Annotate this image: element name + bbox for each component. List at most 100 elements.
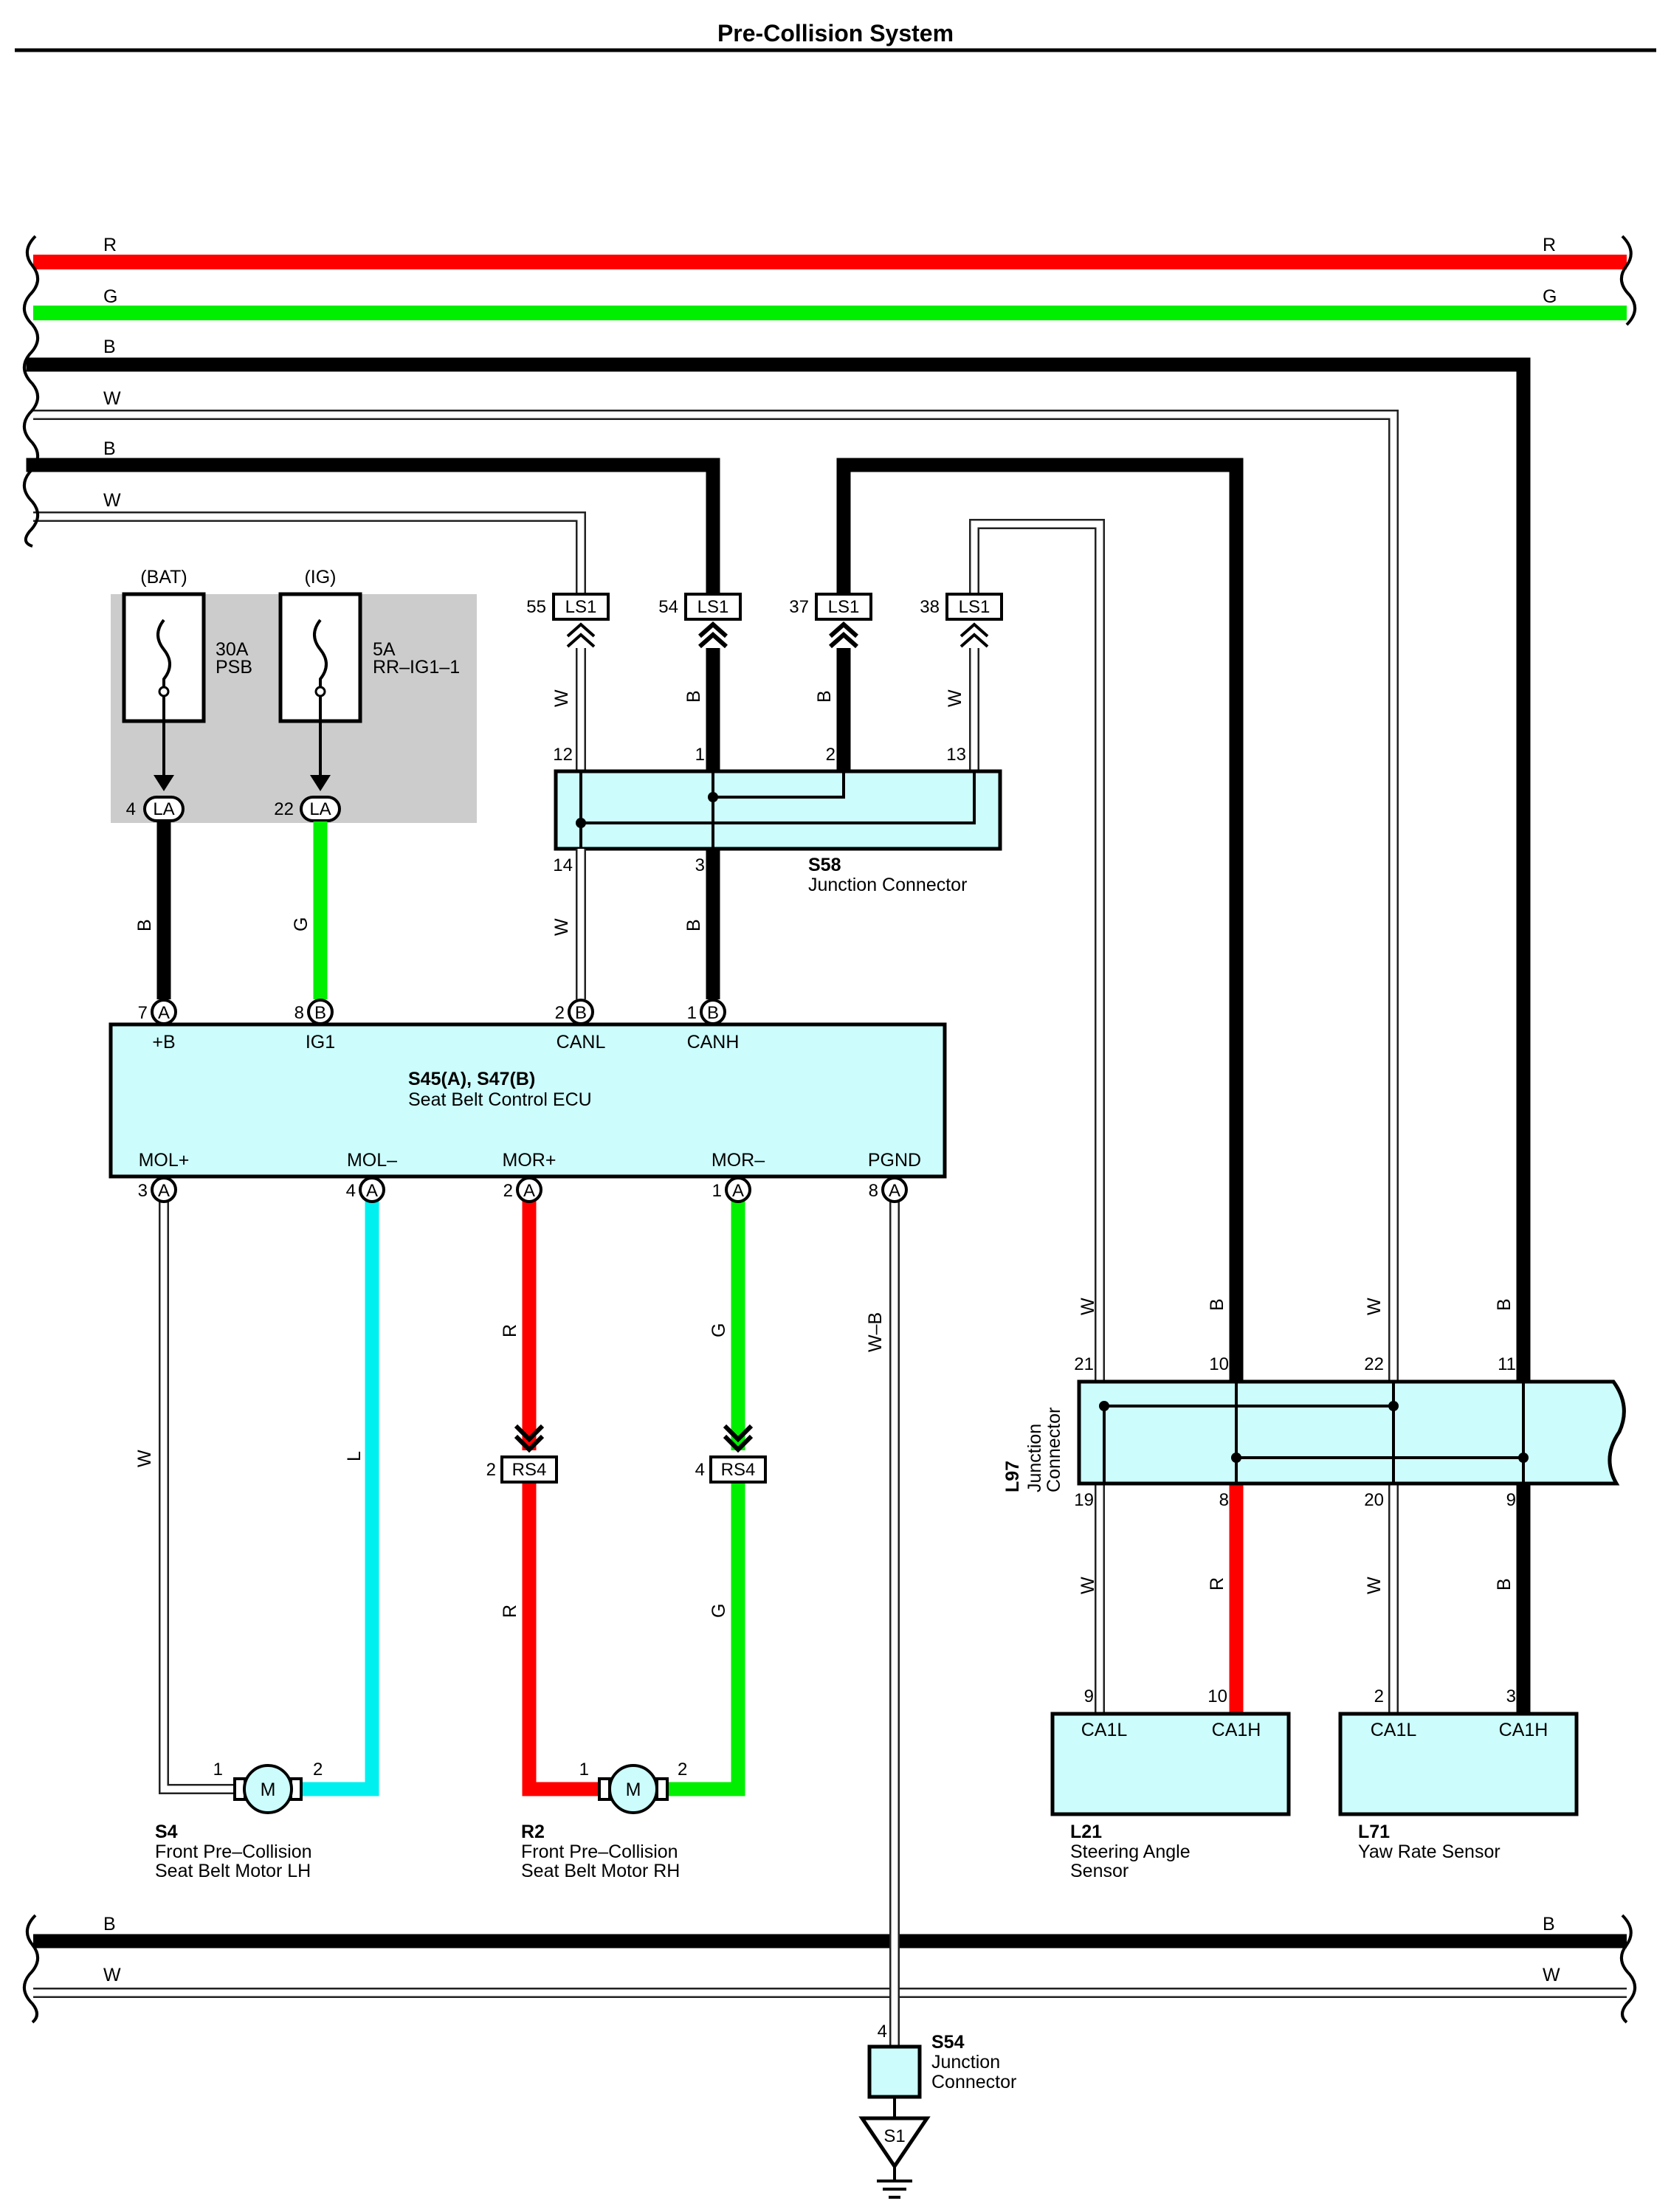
- bus-black-1: [26, 357, 1531, 1395]
- ls1-54-pin: 54: [658, 597, 678, 617]
- ecu-terminal-8a: [881, 1176, 908, 1203]
- wire-ls1-38-outline: [969, 519, 1105, 1388]
- bus-bottom-label-b-left: B: [103, 1914, 116, 1934]
- ecu-label-canh: CANH: [687, 1032, 740, 1052]
- l97-name-1: Junction: [1024, 1424, 1045, 1492]
- fuse-psb-symbol: [156, 619, 171, 690]
- rs4-4-pin: 4: [695, 1460, 705, 1480]
- ls1-54-label: LS1: [697, 597, 729, 617]
- fuse-psb-rating: 30A: [216, 639, 249, 660]
- motor-lh-pin-1: 1: [213, 1760, 223, 1779]
- ecu-name: Seat Belt Control ECU: [408, 1089, 592, 1110]
- ls1-connectors: [552, 593, 1003, 621]
- l97-id: L97: [1002, 1461, 1023, 1492]
- l71-pin-2: 2: [1374, 1686, 1384, 1706]
- wire-label-l97-top-w2: W: [1364, 1298, 1385, 1315]
- ecu-top-terminals: [151, 999, 726, 1025]
- ecu-top-conn-1: B: [314, 1003, 326, 1023]
- connector-la-1-label: LA: [153, 799, 174, 819]
- l97-node-2: [1388, 1401, 1399, 1411]
- steering-angle-sensor: [1050, 1712, 1291, 1816]
- motor-rh-left-cap: [598, 1777, 611, 1801]
- l21-id: L21: [1070, 1822, 1102, 1842]
- ecu-terminal-2b: [568, 999, 594, 1025]
- ecu-label-pgnd: PGND: [868, 1150, 921, 1171]
- ecu-id: S45(A), S47(B): [408, 1069, 535, 1089]
- ecu-label-canl: CANL: [557, 1032, 606, 1052]
- wire-label-l97-bottom-r: R: [1207, 1577, 1227, 1591]
- ecu-bottom-pin-1: 4: [346, 1181, 356, 1201]
- connector-la-2-pin: 22: [274, 799, 294, 819]
- bus-label-w2: W: [103, 490, 121, 511]
- bus-label-b2: B: [103, 438, 116, 459]
- ecu-bottom-pin-4: 8: [869, 1181, 878, 1201]
- fuse-rr-ig1-name: RR–IG1–1: [373, 657, 460, 678]
- bus-black-2: [26, 458, 720, 616]
- ecu-bottom-conn-2: A: [523, 1181, 535, 1201]
- l97-node-1: [1099, 1401, 1109, 1411]
- motor-rh-pin-1: 1: [579, 1760, 589, 1779]
- ecu-top-pin-2: 2: [555, 1003, 565, 1023]
- ls1-38-chevron-icon: [959, 622, 989, 648]
- ecu-terminal-2a: [516, 1176, 542, 1203]
- l97-junction-connector: [1077, 1379, 1626, 1486]
- ls1-55-label: LS1: [565, 597, 597, 617]
- ecu-label-mol-minus: MOL–: [347, 1150, 397, 1171]
- wire-label-mor-plus: R: [500, 1324, 520, 1337]
- connector-la-1-pin: 4: [126, 799, 136, 819]
- ecu-terminal-1b: [700, 999, 726, 1025]
- wire-label-rs4-r: R: [500, 1605, 520, 1618]
- wire-label-la-g: G: [291, 917, 311, 931]
- bus-bottom-label-w-right: W: [1543, 1965, 1560, 1985]
- l97-pin-19: 19: [1074, 1490, 1094, 1510]
- ls1-55-pin: 55: [526, 597, 546, 617]
- ls1-connector-37: [815, 593, 872, 621]
- motor-rh-id: R2: [521, 1822, 545, 1842]
- wire-label-mol-plus: W: [134, 1450, 155, 1467]
- break-mark-left-top: [23, 235, 39, 548]
- yaw-rate-sensor: [1338, 1712, 1579, 1816]
- l97-pin-20: 20: [1364, 1490, 1384, 1510]
- wire-label-mor-minus: G: [709, 1323, 729, 1337]
- motor-rh-symbol-icon: [608, 1764, 658, 1814]
- rs4-2-label: RS4: [512, 1460, 547, 1480]
- l97-node-3: [1231, 1453, 1241, 1463]
- fuse-rr-ig1-terminal: [314, 686, 326, 697]
- ecu-bottom-conn-0: A: [158, 1181, 170, 1201]
- rs4-4-chevron-icon: [723, 1424, 754, 1453]
- l97-pin-22: 22: [1364, 1354, 1384, 1374]
- s58-internal-bus: [579, 771, 976, 849]
- motor-rh-name-2: Seat Belt Motor RH: [521, 1861, 680, 1881]
- wire-label-l97-bottom-b: B: [1494, 1578, 1515, 1591]
- ecu-bottom-pin-0: 3: [138, 1181, 148, 1201]
- ecu-top-conn-3: B: [707, 1003, 719, 1023]
- l21-name-2: Sensor: [1070, 1861, 1129, 1881]
- break-mark-left-bottom: [23, 1914, 39, 2024]
- connector-la-2: [300, 796, 341, 822]
- wire-label-mol-minus: L: [344, 1451, 365, 1461]
- ecu-terminal-8b: [307, 999, 334, 1025]
- motor-rh: [598, 1764, 669, 1814]
- wire-mol-plus-outline: [159, 1201, 235, 1794]
- rs4-connector-2: [500, 1455, 558, 1484]
- wire-label-ls1-54: B: [683, 690, 704, 703]
- s58-node-1: [576, 818, 586, 828]
- s54-name-1: Junction: [931, 2052, 1000, 2073]
- l21-pin-10: 10: [1207, 1686, 1227, 1706]
- s58-pin-14: 14: [553, 855, 573, 875]
- ls1-37-label: LS1: [828, 597, 860, 617]
- l97-pin-8: 8: [1219, 1490, 1229, 1510]
- motor-lh-name-1: Front Pre–Collision: [155, 1841, 312, 1862]
- s58-pin-1: 1: [695, 745, 705, 765]
- motor-lh-symbol-icon: [243, 1764, 293, 1814]
- ecu-label-mor-minus: MOR–: [712, 1150, 765, 1171]
- l71-name-1: Yaw Rate Sensor: [1358, 1841, 1501, 1862]
- ecu-bottom-terminals: [151, 1176, 908, 1203]
- seat-belt-control-ecu: [108, 1022, 947, 1179]
- l21-pin-9: 9: [1084, 1686, 1094, 1706]
- motor-lh-id: S4: [155, 1822, 178, 1842]
- ecu-top-pin-0: 7: [138, 1003, 148, 1023]
- ls1-38-pin: 38: [920, 597, 940, 617]
- wire-label-l97-top-b2: B: [1494, 1298, 1515, 1311]
- ls1-connector-55: [552, 593, 610, 621]
